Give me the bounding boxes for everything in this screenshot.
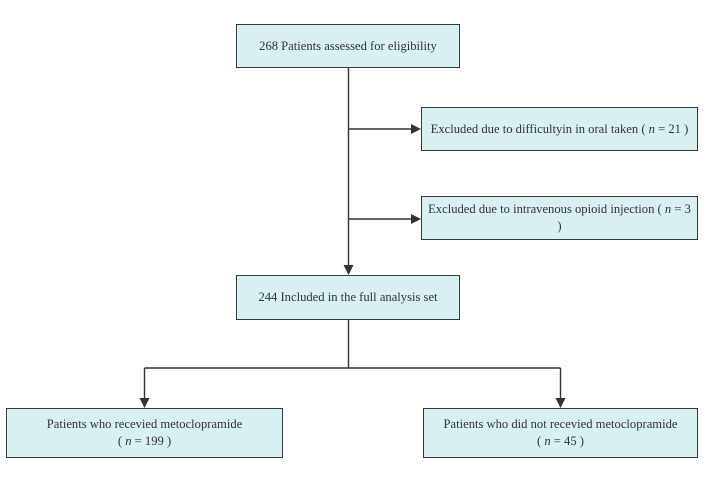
box-metoclopramide-line1: Patients who recevied metoclopramide <box>46 417 243 431</box>
box-received-metoclopramide: Patients who recevied metoclopramide ( n… <box>6 408 283 458</box>
box-metoclopramide-line2: ( n = 199 ) <box>117 434 172 448</box>
box-full-analysis-label: 244 Included in the full analysis set <box>258 290 438 304</box>
arrowhead-down-left-group <box>139 398 150 408</box>
box-assessed-label: 268 Patients assessed for eligibility <box>259 38 437 53</box>
arrowhead-down-analysis <box>343 265 354 275</box>
arrowhead-right-excluded-oral <box>411 124 421 134</box>
box-no-metoclopramide-line1: Patients who did not recevied metoclopra… <box>443 417 678 431</box>
arrowhead-down-right-group <box>555 398 566 408</box>
box-excluded-oral-taken: Excluded due to difficultyin in oral tak… <box>421 107 698 151</box>
box-not-received-metoclopramide: Patients who did not recevied metoclopra… <box>423 408 698 458</box>
n-symbol: n <box>648 121 655 136</box>
box-excluded-opioid-injection: Excluded due to intravenous opioid injec… <box>421 196 698 240</box>
n-symbol: n <box>664 202 672 216</box>
box-excluded-oral-label: Excluded due to difficultyin in oral tak… <box>430 121 689 136</box>
box-excluded-opioid-label: Excluded due to intravenous opioid injec… <box>428 202 691 233</box>
box-no-metoclopramide-line2: ( n = 45 ) <box>537 434 584 448</box>
box-full-analysis-set: 244 Included in the full analysis set <box>236 275 460 320</box>
box-assessed-for-eligibility: 268 Patients assessed for eligibility <box>236 24 460 68</box>
n-symbol: n <box>544 434 551 448</box>
arrowhead-right-excluded-opioid <box>411 214 421 224</box>
n-symbol: n <box>125 434 132 448</box>
